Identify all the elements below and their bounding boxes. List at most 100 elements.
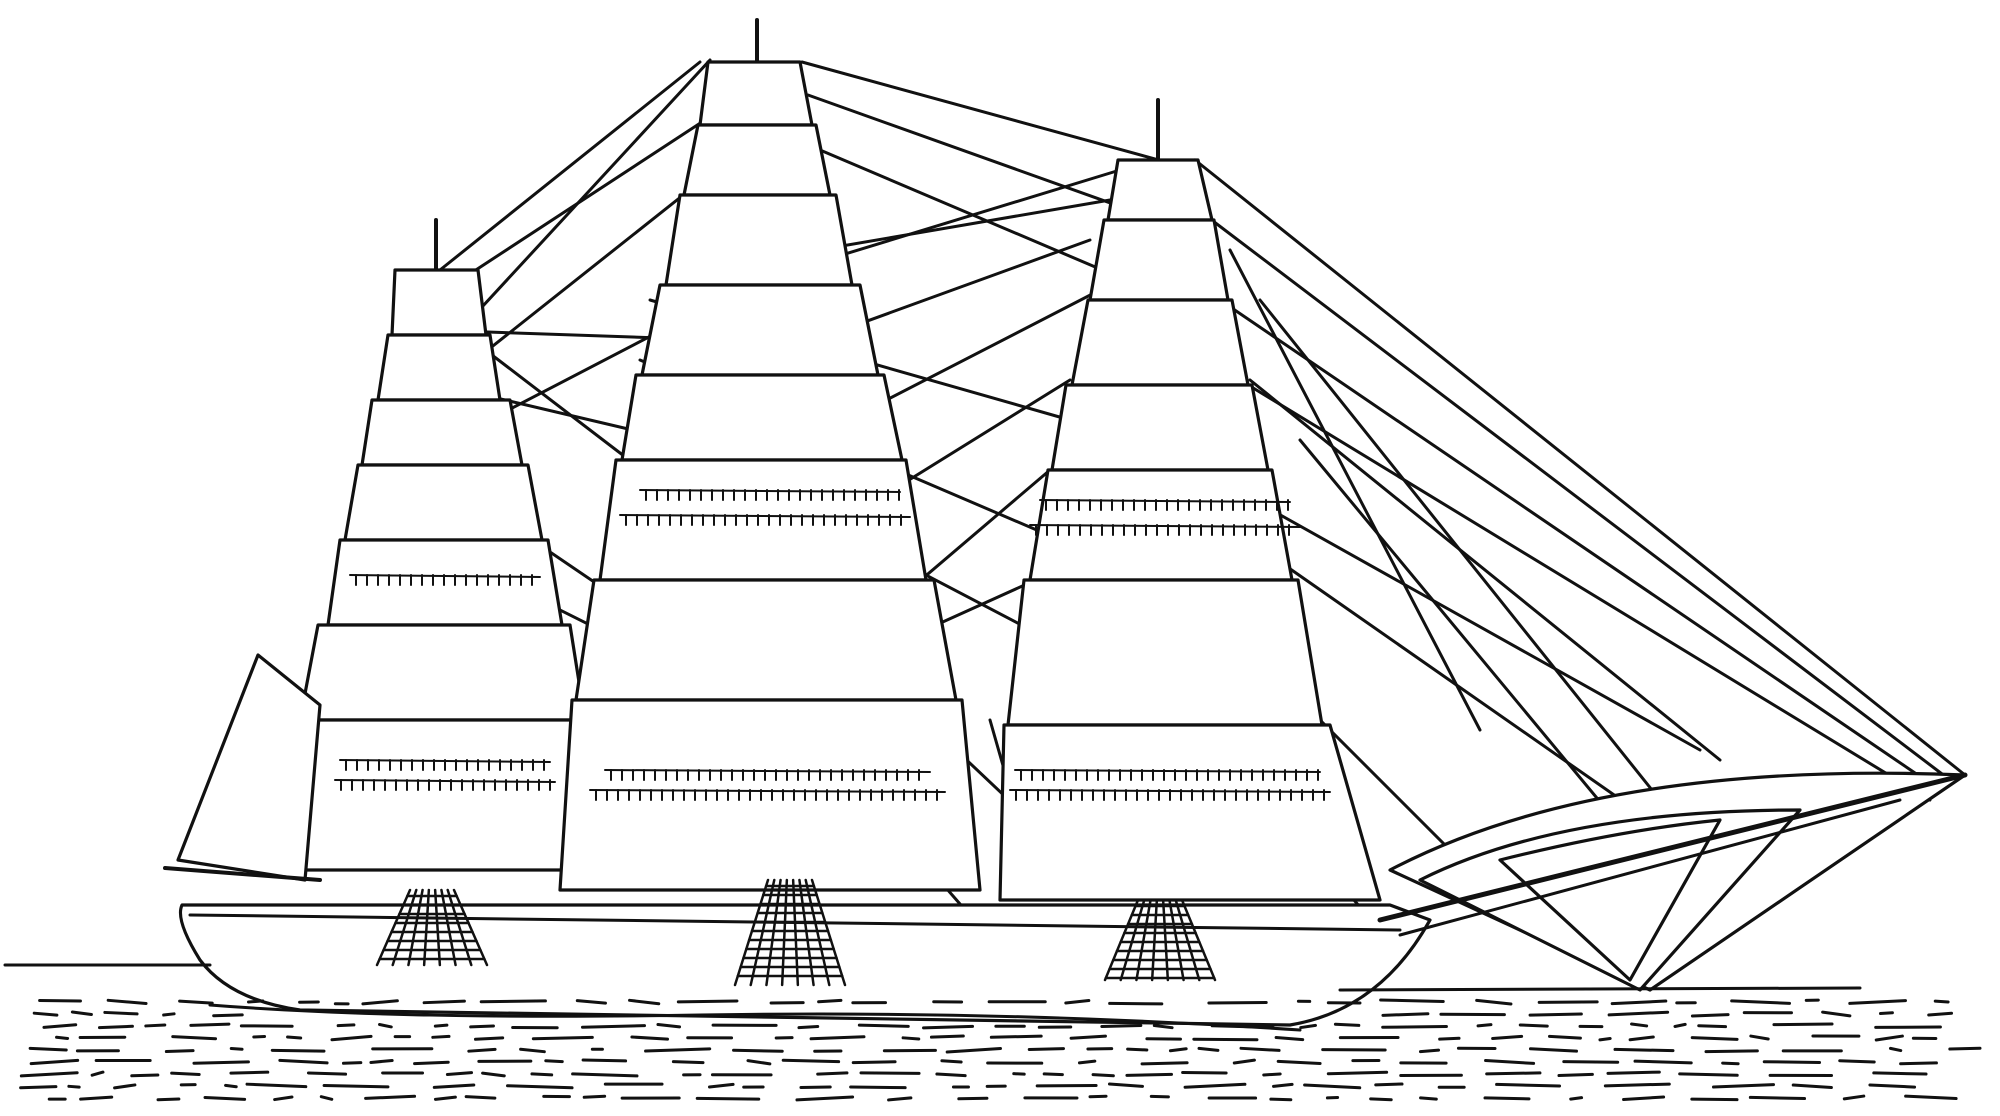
horizon-right <box>1338 986 1862 992</box>
wave-dash <box>1027 1047 1066 1052</box>
wave-dash <box>1374 1082 1404 1087</box>
wave-dash <box>519 1047 546 1054</box>
wave-dash <box>1948 1046 1982 1051</box>
wave-dash <box>1077 1059 1097 1065</box>
wave-dash <box>1899 1061 1938 1066</box>
wave-dash <box>1528 1047 1579 1053</box>
wave-dash <box>336 1023 356 1028</box>
wave-dash <box>1697 1024 1728 1029</box>
wave-dash <box>1630 1022 1649 1028</box>
shroud-line <box>1161 898 1170 982</box>
wave-dash <box>433 1023 449 1028</box>
wave-dash <box>1381 1024 1448 1029</box>
sea-wave-strokes <box>19 998 1982 1102</box>
wave-dash <box>940 1059 963 1064</box>
shroud-line <box>1103 898 1140 982</box>
wave-dash <box>1622 1095 1666 1102</box>
fore-course <box>998 723 1382 902</box>
wave-dash <box>531 1035 594 1041</box>
wave-dash <box>212 1013 244 1018</box>
mizzen-topgallant-sail <box>376 333 502 402</box>
shroud-line <box>1168 898 1185 982</box>
wave-dash <box>1528 1012 1583 1017</box>
wave-dash <box>799 1085 832 1090</box>
wave-dash <box>1704 1049 1759 1054</box>
wave-dash <box>178 999 214 1005</box>
wave-dash <box>229 1047 244 1051</box>
sea <box>3 963 1862 1032</box>
wave-dash <box>1326 1070 1389 1076</box>
wave-dash <box>1495 1082 1562 1088</box>
wave-dash <box>278 1058 329 1065</box>
shroud-line <box>407 888 424 967</box>
wave-dash <box>192 1060 250 1065</box>
hull-body <box>178 903 1432 1027</box>
wave-dash <box>341 1061 363 1065</box>
bowsprit <box>1377 772 1968 923</box>
reef-band <box>639 489 901 493</box>
wave-dash <box>1628 1035 1655 1042</box>
wave-dash <box>656 1023 682 1029</box>
wave-dash <box>1476 1023 1493 1028</box>
wave-dash <box>1272 1082 1294 1088</box>
shroud-line <box>433 888 442 967</box>
wave-dash <box>859 1071 921 1075</box>
wave-dash <box>580 1024 647 1029</box>
wave-dash <box>1557 1072 1594 1078</box>
wave-dash <box>816 1071 849 1076</box>
wave-dash <box>1483 1096 1531 1101</box>
wave-dash <box>1721 1061 1740 1066</box>
wave-dash <box>479 999 547 1004</box>
wave-dash <box>229 1070 270 1075</box>
wave-dash <box>319 1095 334 1101</box>
wave-dash <box>1064 999 1091 1005</box>
wave-dash <box>1569 1096 1584 1101</box>
wave-dash <box>1868 1083 1917 1089</box>
wave-dash <box>1192 1037 1259 1042</box>
inner-jib <box>1498 818 1722 982</box>
shroud-line <box>1174 898 1201 982</box>
wave-dash <box>422 999 466 1005</box>
wave-dash <box>97 1024 134 1030</box>
wave-dash <box>1842 1094 1866 1101</box>
wave-dash <box>901 1036 921 1041</box>
wave-dash <box>1791 1083 1833 1090</box>
reef-points <box>334 489 1331 801</box>
shroud-line <box>452 888 489 967</box>
wave-dash <box>1091 1073 1115 1078</box>
mizzen-lower-topsail <box>343 463 544 542</box>
mizzen-crossjack <box>298 623 587 722</box>
wave-dash <box>1197 1046 1220 1052</box>
wave-dash <box>1690 1013 1730 1018</box>
main-skysail <box>698 60 814 127</box>
wave-dash <box>1872 1071 1928 1076</box>
wave-dash <box>1772 1022 1834 1027</box>
wave-dash <box>28 1046 68 1052</box>
wave-dash <box>286 1035 303 1040</box>
shroud-line <box>391 888 418 967</box>
wave-dash <box>530 1072 554 1077</box>
wave-dash <box>644 1047 712 1053</box>
wave-dash <box>1303 1083 1362 1090</box>
wave-dash <box>849 1085 907 1090</box>
wave-dash <box>1878 1011 1894 1016</box>
wave-dash <box>628 998 661 1006</box>
wave-dash <box>1276 1059 1322 1065</box>
wave-dash <box>1838 1059 1876 1064</box>
wave-dash <box>369 1058 394 1064</box>
wave-dash <box>1126 1047 1149 1052</box>
wave-dash <box>106 998 148 1006</box>
fore-upper-topsail <box>1050 383 1270 472</box>
wave-dash <box>1274 1036 1305 1042</box>
wave-dash <box>1933 999 1950 1004</box>
shroud-line <box>375 888 412 967</box>
mizzen-course <box>283 718 602 872</box>
wave-dash <box>1140 1061 1189 1066</box>
wave-dash <box>571 1072 639 1078</box>
shroud-line <box>422 888 431 967</box>
wave-dash <box>247 999 265 1004</box>
wave-dash <box>851 1060 897 1065</box>
wave-dash <box>273 1095 294 1102</box>
main-topgallant-sail <box>664 193 854 287</box>
